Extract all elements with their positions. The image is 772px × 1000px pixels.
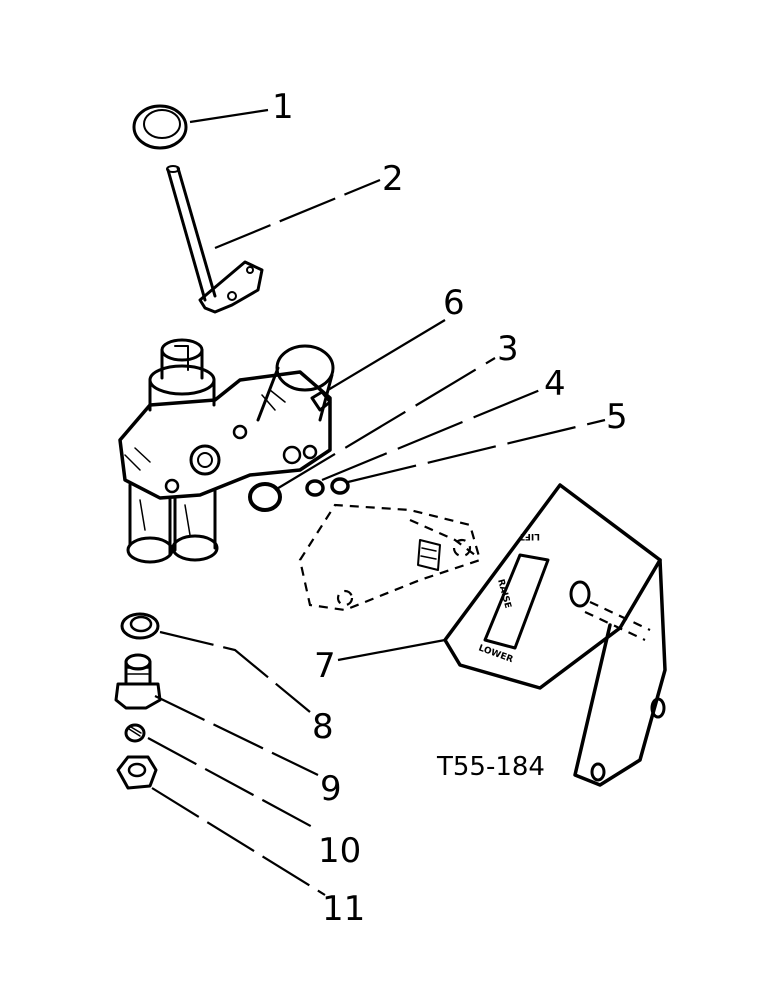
part-2-shaft-lever <box>166 165 264 314</box>
callout-4: 4 <box>544 364 566 404</box>
part-4-ring <box>305 479 325 497</box>
part-3-o-ring <box>248 482 282 512</box>
part-6-fitting <box>310 390 332 412</box>
plate-label-top: LIFT <box>518 531 540 541</box>
leader-8 <box>159 630 311 713</box>
part-7-quadrant-plate: RAISE LIFT LOWER <box>443 483 667 787</box>
callout-8: 8 <box>312 707 334 747</box>
callout-labels: 1 2 3 4 5 6 7 8 9 10 11 <box>272 87 628 929</box>
leader-3 <box>274 357 496 491</box>
valve-body <box>118 338 335 564</box>
callout-1: 1 <box>272 87 294 127</box>
callout-6: 6 <box>443 283 465 323</box>
callout-2: 2 <box>382 159 404 199</box>
callout-10: 10 <box>318 831 361 871</box>
part-5-ring <box>330 477 350 495</box>
drawing-code: T55-184 <box>436 752 545 782</box>
leader-10 <box>147 737 319 831</box>
leader-1 <box>189 108 269 124</box>
callout-11: 11 <box>322 889 365 929</box>
leader-9 <box>154 695 319 776</box>
leader-6 <box>327 319 446 391</box>
leader-2 <box>214 178 381 250</box>
part-1-cap <box>132 104 188 150</box>
part-9-adapter <box>114 653 162 710</box>
part-8-washer <box>120 612 160 640</box>
callout-9: 9 <box>320 769 342 809</box>
leader-lines <box>147 108 606 896</box>
callout-7: 7 <box>314 646 336 686</box>
leader-11 <box>151 787 326 896</box>
leader-5 <box>347 418 606 484</box>
leader-4 <box>321 388 541 482</box>
callout-3: 3 <box>497 329 519 369</box>
phantom-mounting-part <box>298 503 482 612</box>
part-10-ball <box>124 723 146 743</box>
callout-5: 5 <box>606 397 628 437</box>
leader-7 <box>337 638 446 662</box>
part-11-nut <box>116 755 158 790</box>
